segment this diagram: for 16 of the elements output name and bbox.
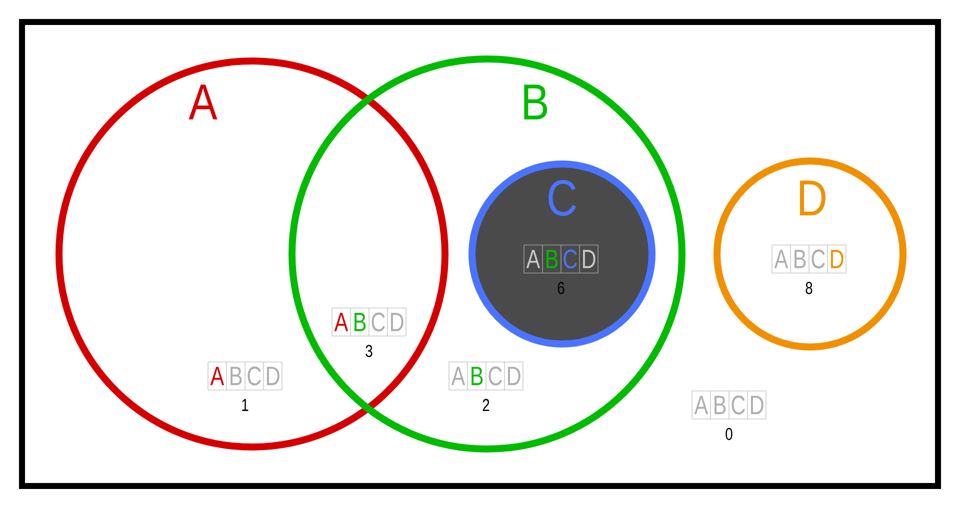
region-count: 2: [482, 398, 490, 412]
set-label: D: [800, 180, 826, 216]
region-count: 1: [242, 399, 248, 411]
code-box: A B C D: [772, 244, 846, 274]
set-label: C: [548, 180, 576, 216]
code-box: A B C D: [208, 362, 282, 390]
region-count: 3: [366, 344, 372, 358]
code-box: A B C D: [332, 308, 406, 336]
region-count: 8: [806, 282, 812, 294]
region-count: 6: [558, 282, 564, 294]
code-box: A B C D: [524, 244, 598, 274]
code-box: A B C D: [692, 390, 766, 420]
code-box: A B C D: [448, 362, 524, 390]
set-label: B: [524, 84, 548, 120]
region-count: 0: [726, 428, 732, 440]
set-label: A: [188, 84, 218, 120]
